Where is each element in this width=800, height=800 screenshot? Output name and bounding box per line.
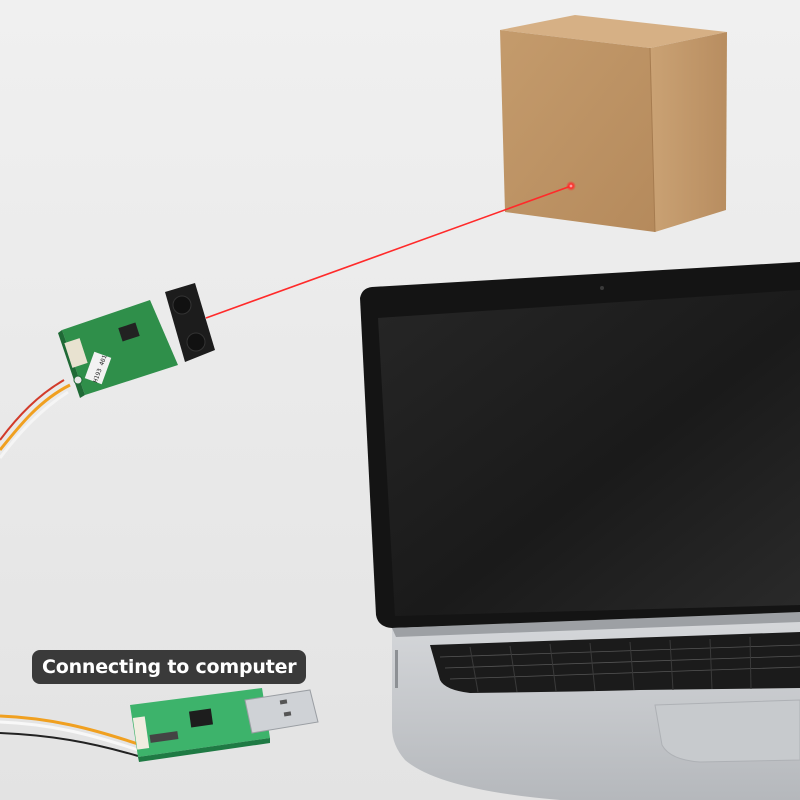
laptop-hinge (392, 612, 800, 637)
laptop-screen (378, 290, 800, 616)
sensor-lens-bottom (186, 332, 206, 352)
adapter-cable-black (0, 732, 139, 757)
laser-dot (566, 181, 576, 191)
cardboard-box (500, 15, 727, 233)
sensor-cable-white (0, 390, 69, 459)
adapter-connector (132, 716, 150, 750)
usb-serial-adapter-board (0, 688, 319, 762)
side-ports (395, 650, 398, 688)
box-edge (649, 47, 656, 233)
adapter-cable-white (0, 720, 139, 752)
sensor-mount-hole (73, 375, 83, 385)
caption-label: Connecting to computer (32, 650, 307, 684)
red-laser-beam (205, 185, 572, 319)
box-top (500, 15, 727, 48)
sensor-label: H193 401 (84, 351, 112, 385)
laptop-keyboard (430, 632, 800, 693)
usb-plug (244, 689, 319, 734)
sensor-cable (0, 383, 71, 451)
adapter-chip (188, 708, 214, 728)
trackpad (654, 699, 800, 763)
sensor-cable-red (0, 379, 65, 441)
usb-plug-hole-2 (283, 711, 292, 717)
camera-dot (600, 286, 604, 290)
box-side (650, 32, 727, 232)
laptop-computer (360, 262, 800, 800)
adapter-cable-orange (0, 714, 139, 746)
adapter-pcb-shade (138, 738, 270, 762)
laser-distance-sensor-module: H193 401 (0, 283, 215, 459)
adapter-header (149, 731, 179, 743)
sensor-chip (118, 322, 140, 342)
sensor-lens-top (172, 295, 192, 315)
sensor-connector (64, 338, 88, 368)
box-front (500, 30, 655, 232)
usb-plug-hole-1 (279, 699, 288, 705)
